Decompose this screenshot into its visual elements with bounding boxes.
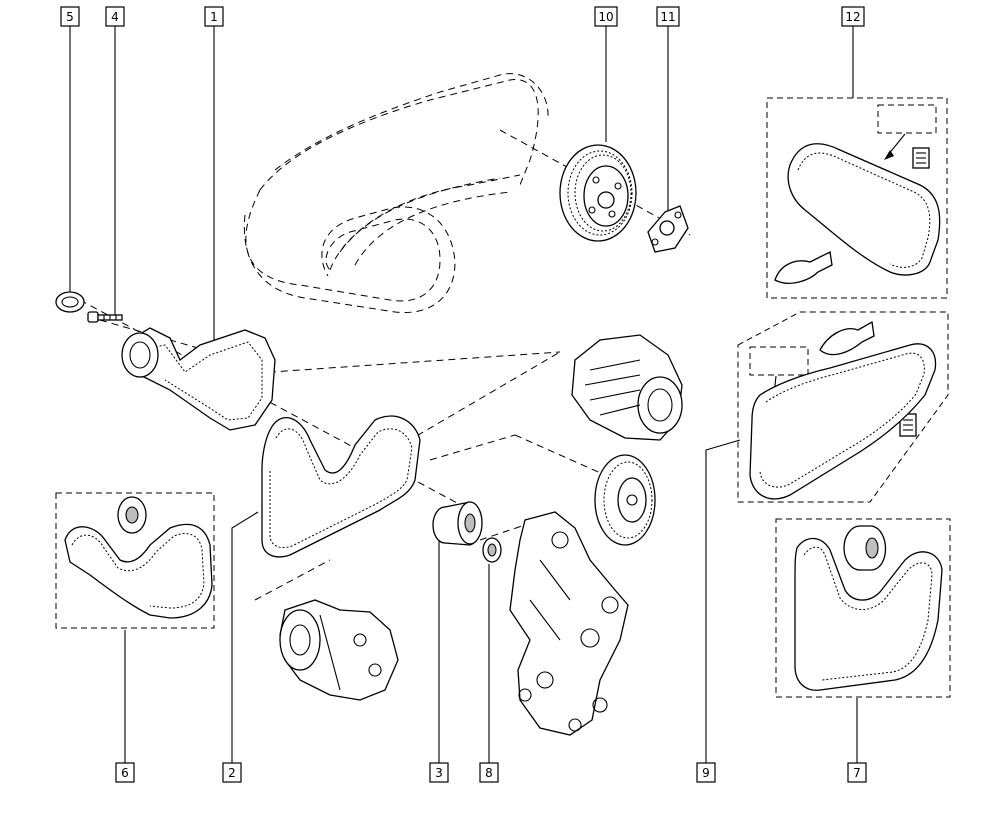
callout-3: 3 <box>429 762 449 783</box>
callout-12: 12 <box>841 6 865 27</box>
pulley-hub-flange <box>647 205 689 253</box>
bolt <box>87 311 123 323</box>
crankshaft-pulley <box>559 144 637 242</box>
kit-12-belt <box>766 97 948 299</box>
callout-11-label: 11 <box>660 10 675 24</box>
idler-roller <box>432 501 483 546</box>
callout-2: 2 <box>222 762 242 783</box>
callout-labels: 5 4 1 10 11 12 6 2 <box>60 6 867 783</box>
callout-10: 10 <box>594 6 618 27</box>
callout-7: 7 <box>847 762 867 783</box>
leader-lines <box>69 26 858 763</box>
callout-4: 4 <box>105 6 125 27</box>
kit-7-belt-tensioner <box>775 518 951 698</box>
phantom-main-belt <box>243 73 549 314</box>
kit-6-belt-tensioner <box>55 492 215 629</box>
callout-6-label: 6 <box>121 766 129 780</box>
callout-10-label: 10 <box>598 10 613 24</box>
callout-4-label: 4 <box>111 10 119 24</box>
large-pulley-wheel <box>594 454 656 546</box>
callout-5: 5 <box>60 6 80 27</box>
kit-9-belt <box>737 311 949 503</box>
ac-compressor <box>279 599 399 701</box>
callout-9-label: 9 <box>702 766 710 780</box>
callout-1: 1 <box>204 6 224 27</box>
callout-5-label: 5 <box>66 10 74 24</box>
callout-11: 11 <box>656 6 680 27</box>
callout-12-label: 12 <box>845 10 860 24</box>
callout-1-label: 1 <box>210 10 218 24</box>
mounting-bracket <box>509 511 629 736</box>
callout-8: 8 <box>479 762 499 783</box>
alternator <box>571 334 683 441</box>
serpentine-belt <box>261 415 421 558</box>
callout-6: 6 <box>115 762 135 783</box>
callout-8-label: 8 <box>485 766 493 780</box>
callout-7-label: 7 <box>853 766 861 780</box>
callout-9: 9 <box>696 762 716 783</box>
circlip <box>55 291 85 313</box>
callout-3-label: 3 <box>435 766 443 780</box>
accessory-belt-small <box>121 327 276 431</box>
callout-2-label: 2 <box>228 766 236 780</box>
spacer-washer <box>482 537 502 563</box>
